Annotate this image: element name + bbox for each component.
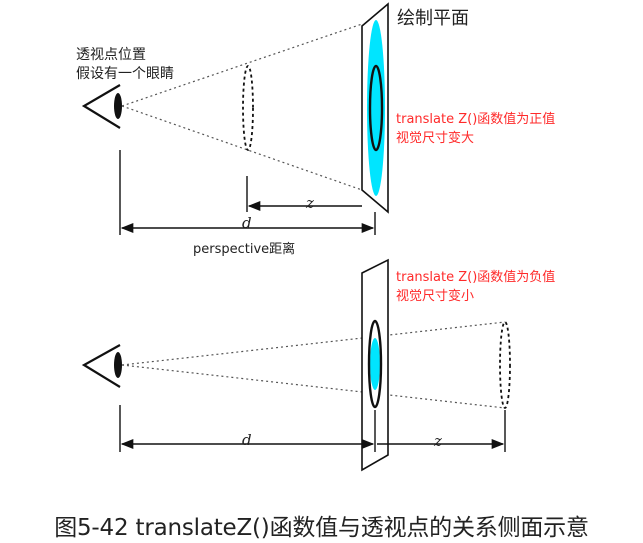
projection-lines-top	[121, 23, 363, 191]
bigger-size-label: 视觉尺寸变大	[396, 131, 475, 146]
object-ellipse-bottom	[499, 321, 511, 409]
d-label-bottom: d	[242, 431, 252, 449]
perspective-distance-label: perspective距离	[193, 242, 296, 257]
guide-lines-top	[119, 150, 376, 235]
z-label-bottom: z	[434, 432, 442, 450]
positive-value-label: translate Z()函数值为正值	[396, 112, 556, 127]
projection-highlight-top	[367, 20, 385, 196]
projection-lines-bottom	[121, 321, 506, 409]
z-label-top: z	[306, 194, 314, 212]
top-diagram	[81, 2, 389, 235]
d-label-top: d	[242, 214, 252, 232]
eye-position-label: 透视点位置	[76, 47, 146, 63]
negative-value-label: translate Z()函数值为负值	[396, 270, 556, 285]
eye-icon-bottom	[81, 344, 122, 388]
original-size-ellipse-bottom	[367, 319, 383, 409]
plane-label: 绘制平面	[397, 8, 469, 29]
smaller-size-label: 视觉尺寸变小	[396, 289, 475, 304]
guide-lines-bottom	[119, 405, 506, 452]
eye-icon-top	[81, 84, 122, 129]
bottom-diagram	[81, 258, 511, 472]
original-size-ellipse-top	[368, 64, 384, 152]
eye-assumption-label: 假设有一个眼睛	[76, 66, 174, 82]
object-ellipse-top	[242, 65, 254, 151]
projection-highlight-bottom	[370, 338, 380, 390]
figure-caption: 图5-42 translateZ()函数值与透视点的关系侧面示意	[54, 515, 589, 541]
